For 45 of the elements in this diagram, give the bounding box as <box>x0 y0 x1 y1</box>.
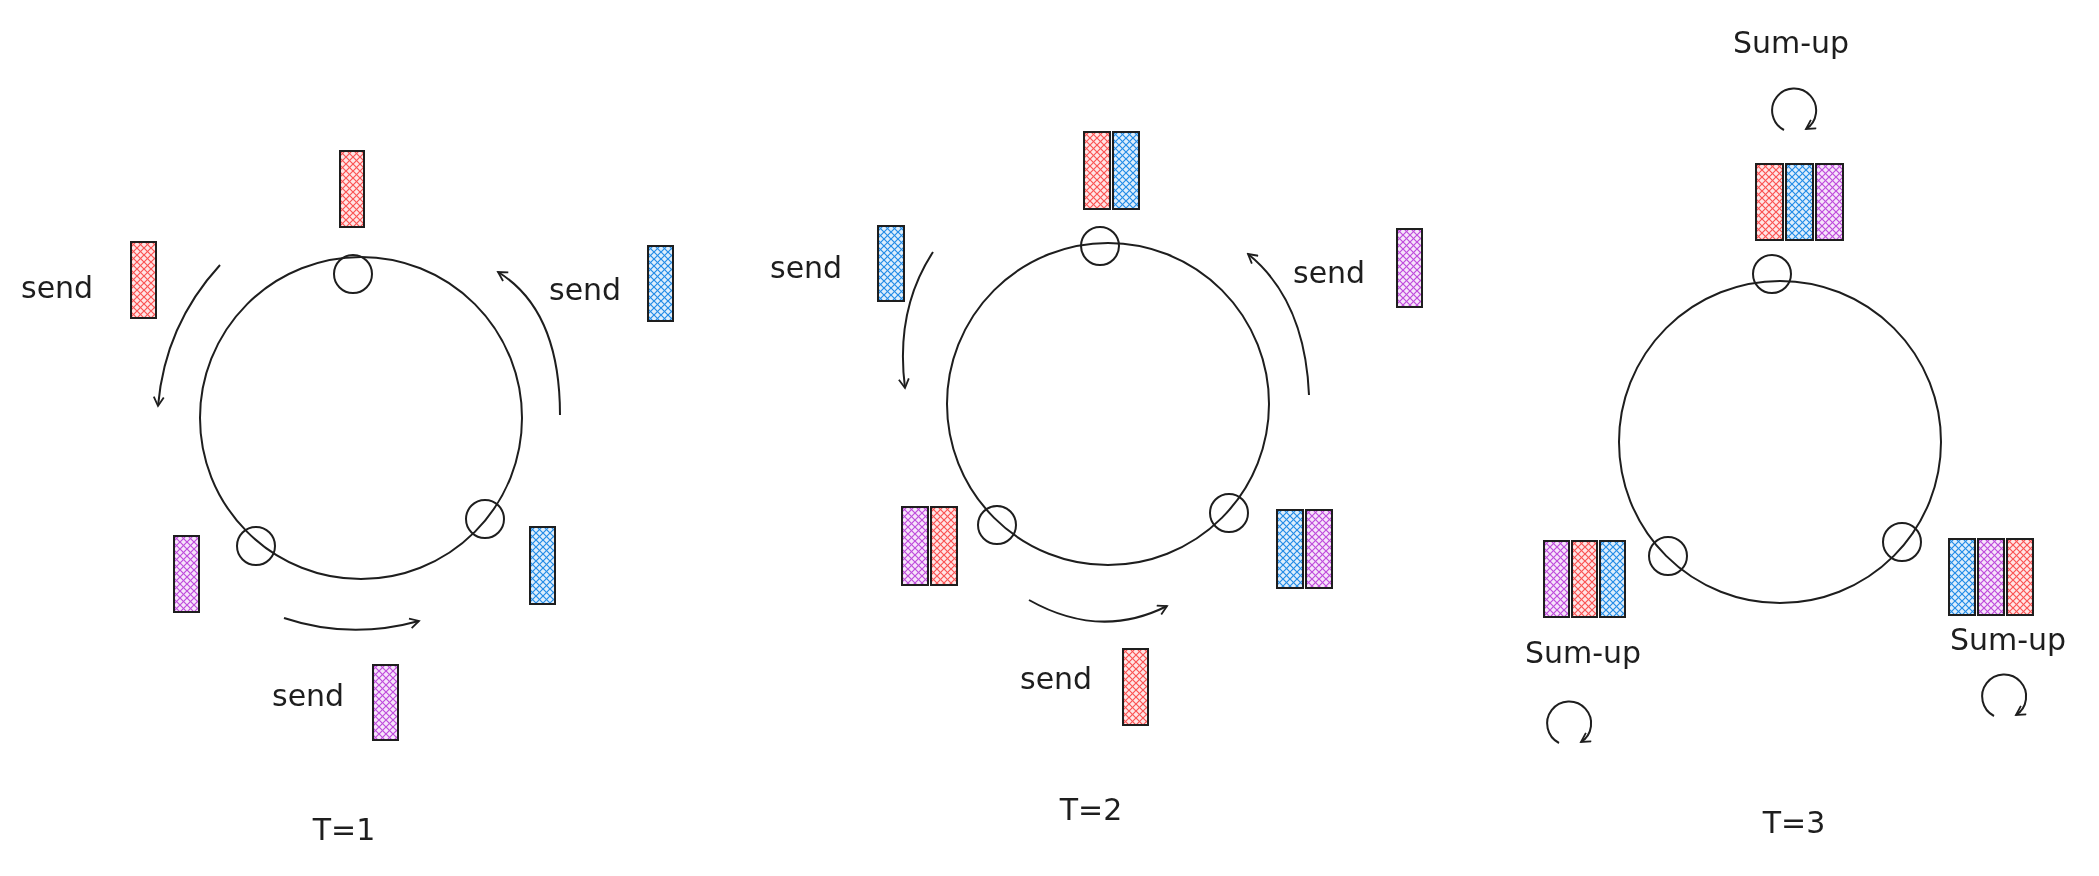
hatched-bar <box>1599 540 1626 618</box>
hatched-bar <box>372 664 399 741</box>
send-label: send <box>272 678 345 714</box>
send-label: send <box>21 270 94 306</box>
node-circle <box>977 505 1017 545</box>
sum-up-label: Sum-up <box>1949 622 2067 658</box>
step-label: T=3 <box>1762 805 1826 841</box>
hatched-bar <box>1948 538 1976 616</box>
hatched-bar <box>1815 163 1844 241</box>
step-label: T=2 <box>1059 792 1123 828</box>
hatched-bar <box>930 506 958 586</box>
hatched-bar <box>1396 228 1423 308</box>
hatched-bar <box>130 241 157 319</box>
hatched-bar <box>1755 163 1784 241</box>
sum-up-label: Sum-up <box>1524 635 1642 671</box>
hatched-bar <box>529 526 556 605</box>
hatched-bar <box>339 150 365 228</box>
node-circle <box>1209 493 1249 533</box>
sum-up-label: Sum-up <box>1732 25 1850 61</box>
node-circle <box>1752 254 1792 294</box>
send-label: send <box>549 272 622 308</box>
hatched-bar <box>901 506 929 586</box>
node-circle <box>236 526 276 566</box>
step-label: T=1 <box>312 812 376 848</box>
node-circle <box>465 499 505 539</box>
hatched-bar <box>1305 509 1333 589</box>
hatched-bar <box>1543 540 1570 618</box>
send-label: send <box>1020 661 1093 697</box>
hatched-bar <box>1276 509 1304 589</box>
node-circle <box>1882 522 1922 562</box>
hatched-bar <box>1112 131 1140 210</box>
hatched-bar <box>647 245 674 322</box>
send-label: send <box>1293 255 1366 291</box>
hatched-bar <box>173 535 200 613</box>
node-circle <box>1648 536 1688 576</box>
hatched-bar <box>2006 538 2034 616</box>
hatched-bar <box>1977 538 2005 616</box>
send-label: send <box>770 250 843 286</box>
hatched-bar <box>1122 648 1149 726</box>
hatched-bar <box>1785 163 1814 241</box>
hatched-bar <box>1571 540 1598 618</box>
node-circle <box>333 254 373 294</box>
node-circle <box>1080 226 1120 266</box>
hatched-bar <box>877 225 905 302</box>
hatched-bar <box>1083 131 1111 210</box>
